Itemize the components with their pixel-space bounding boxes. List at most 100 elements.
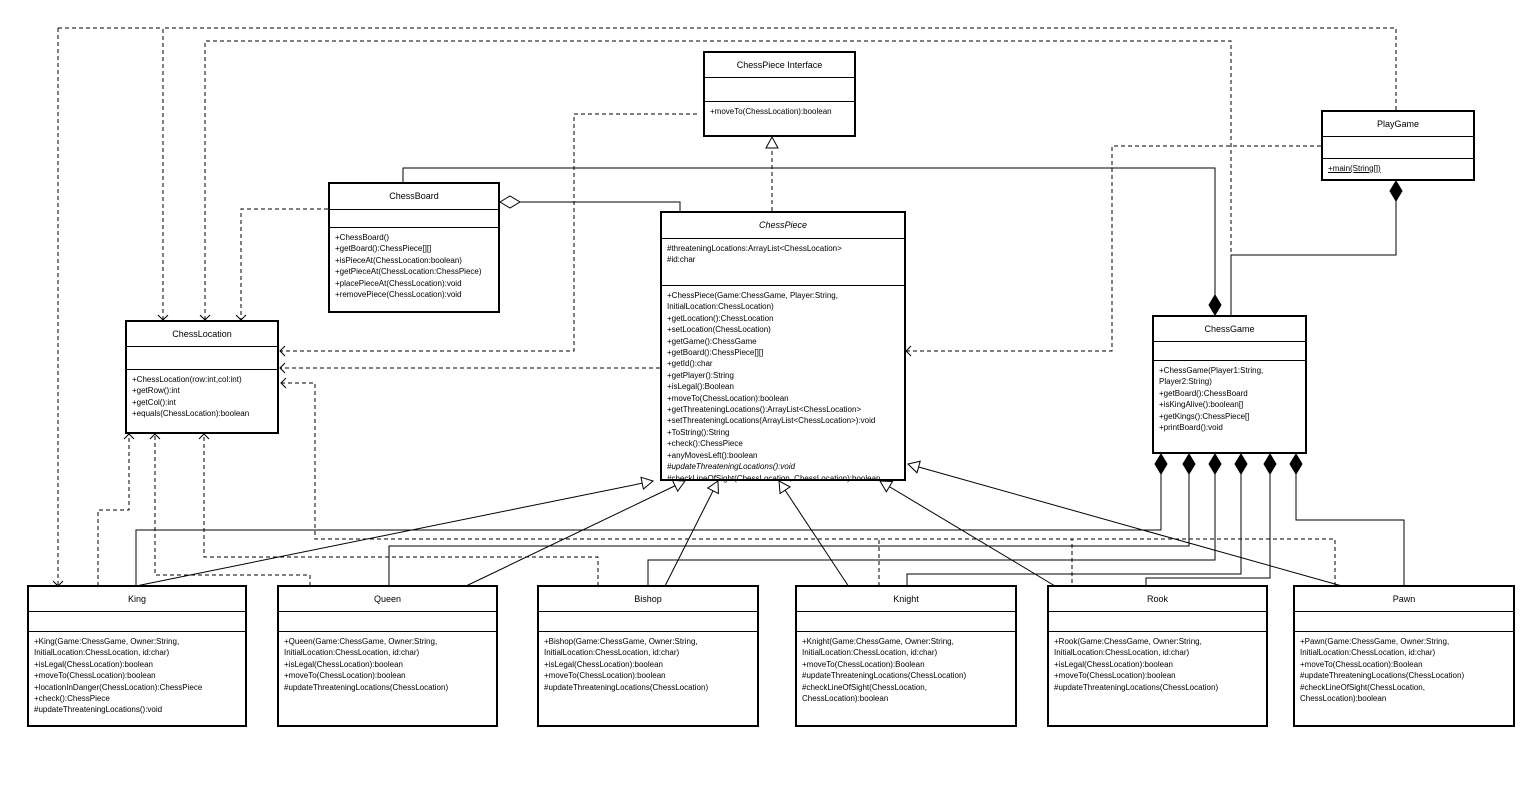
aggregation-diamond — [499, 195, 521, 209]
class-box-queen[interactable]: Queen +Queen(Game:ChessGame, Owner:String… — [277, 585, 498, 727]
operation-line: +getRow():int — [132, 386, 180, 396]
dependency-line — [906, 145, 1321, 352]
operations-compartment: +Queen(Game:ChessGame, Owner:String,Init… — [279, 632, 496, 693]
operation-line: +setThreateningLocations(ArrayList<Chess… — [667, 416, 876, 426]
class-name: ChessBoard — [330, 184, 498, 210]
operation-line: #updateThreateningLocations(ChessLocatio… — [1054, 682, 1219, 692]
class-box-rook[interactable]: Rook+Rook(Game:ChessGame, Owner:String,I… — [1047, 585, 1268, 727]
operation-line: +isPieceAt(ChessLocation:boolean) — [335, 255, 462, 265]
aggregation-line — [520, 201, 681, 211]
generalization-arrowhead — [706, 480, 719, 495]
class-name: ChessGame — [1154, 317, 1305, 342]
attribute-line: #threateningLocations:ArrayList<ChessLoc… — [667, 244, 842, 253]
operation-line: +ToString():String — [667, 427, 730, 437]
operations-compartment: +moveTo(ChessLocation):boolean — [705, 102, 854, 117]
generalization-arrowhead — [906, 460, 921, 474]
operation-line: +anyMovesLeft():boolean — [667, 450, 758, 460]
class-box-bishop[interactable]: Bishop+Bishop(Game:ChessGame, Owner:Stri… — [537, 585, 759, 727]
operation-line: +getPlayer():String — [667, 370, 734, 380]
operation-line: +ChessPiece(Game:ChessGame, Player:Strin… — [667, 291, 838, 300]
operation-line: InitialLocation:ChessLocation, id:char) — [544, 648, 680, 658]
attributes-compartment — [1295, 612, 1513, 632]
class-box-chessgame[interactable]: ChessGame+ChessGame(Player1:String,Playe… — [1152, 315, 1307, 454]
realization-arrowhead — [765, 135, 779, 149]
class-name: ChessLocation — [127, 322, 277, 347]
class-box-pawn[interactable]: Pawn+Pawn(Game:ChessGame, Owner:String,I… — [1293, 585, 1515, 727]
operations-compartment: +King(Game:ChessGame, Owner:String,Initi… — [29, 632, 245, 716]
class-box-king[interactable]: King +King(Game:ChessGame, Owner:String,I… — [27, 585, 247, 727]
operation-line: +moveTo(ChessLocation):boolean — [284, 671, 406, 681]
dependency-line — [280, 113, 697, 352]
generalization-arrowhead — [778, 480, 792, 495]
dependency-arrowhead — [280, 377, 287, 389]
composition-diamond — [1154, 453, 1168, 475]
operation-line: +getId():char — [667, 359, 713, 369]
operations-compartment: +ChessLocation(row:int,col:int) +getRow()… — [127, 370, 277, 420]
class-box-playgame[interactable]: PlayGame +main(String[]) — [1321, 110, 1475, 181]
generalization-arrowhead — [640, 476, 655, 490]
operation-line: InitialLocation:ChessLocation, id:char) — [1300, 648, 1436, 658]
operation-line: +placePieceAt(ChessLocation):void — [335, 278, 462, 288]
attributes-compartment — [705, 78, 854, 102]
operation-line: +moveTo(ChessLocation):boolean — [34, 671, 156, 681]
class-box-chessboard[interactable]: ChessBoard+ChessBoard()+getBoard():Chess… — [328, 182, 500, 313]
class-box-chesspiece[interactable]: ChessPiece#threateningLocations:ArrayLis… — [660, 211, 906, 484]
attributes-compartment — [29, 612, 245, 632]
operation-line: +Bishop(Game:ChessGame, Owner:String, — [544, 637, 698, 646]
operation-line: +check():ChessPiece — [34, 694, 110, 704]
attributes-compartment — [539, 612, 757, 632]
operation-line: +isLegal():Boolean — [667, 382, 734, 392]
operations-compartment: +Bishop(Game:ChessGame, Owner:String, Ini… — [539, 632, 757, 693]
operation-line: +isLegal(ChessLocation):boolean — [284, 659, 403, 669]
operation-line: +check():ChessPiece — [667, 439, 743, 449]
operation-line: +setLocation(ChessLocation) — [667, 325, 771, 335]
dependency-line — [154, 434, 311, 586]
operation-line: +Queen(Game:ChessGame, Owner:String, — [284, 637, 438, 646]
generalization-line — [465, 480, 686, 587]
operation-line: +printBoard():void — [1159, 423, 1223, 433]
class-name: Knight — [797, 587, 1015, 612]
attributes-compartment — [127, 347, 277, 370]
operation-line: #updateThreateningLocations():void — [34, 705, 163, 715]
operation-line: +Pawn(Game:ChessGame, Owner:String, — [1300, 637, 1450, 646]
dependency-arrowhead — [123, 433, 135, 440]
generalization-line — [907, 463, 1343, 587]
class-name: Queen — [279, 587, 496, 612]
class-name: ChessPiece Interface — [705, 53, 854, 78]
dependency-arrowhead — [905, 345, 912, 357]
attribute-line: #id:char — [667, 255, 696, 265]
operation-line: InitialLocation:ChessLocation) — [667, 302, 774, 312]
composition-diamond — [1289, 453, 1303, 475]
class-name: PlayGame — [1323, 112, 1473, 137]
generalization-line — [778, 480, 852, 591]
operation-line: #updateThreateningLocations():void — [667, 462, 796, 472]
operation-line: +equals(ChessLocation):boolean — [132, 409, 250, 419]
composition-line — [402, 167, 1216, 296]
operation-line: ChessLocation):boolean — [1300, 694, 1387, 704]
operation-line: +isLegal(ChessLocation):boolean — [544, 659, 663, 669]
class-box-chesslocation[interactable]: ChessLocation +ChessLocation(row:int,col:… — [125, 320, 279, 434]
generalization-line — [879, 480, 1056, 587]
operation-line: #checkLineOfSight(ChessLocation, — [1300, 682, 1425, 692]
dependency-line — [203, 434, 599, 586]
attributes-compartment — [1049, 612, 1266, 632]
class-box-interface[interactable]: ChessPiece Interface +moveTo(ChessLocatio… — [703, 51, 856, 137]
composition-diamond — [1263, 453, 1277, 475]
operation-line: +isLegal(ChessLocation):boolean — [1054, 659, 1173, 669]
operations-compartment: +main(String[]) — [1323, 159, 1473, 174]
operation-line: +Knight(Game:ChessGame, Owner:String, — [802, 637, 954, 646]
operations-compartment: +ChessPiece(Game:ChessGame, Player:Strin… — [662, 286, 904, 484]
operation-line: +ChessLocation(row:int,col:int) — [132, 375, 242, 384]
operation-line: InitialLocation:ChessLocation, id:char) — [802, 648, 938, 658]
composition-line — [1230, 201, 1397, 315]
attributes-compartment: #threateningLocations:ArrayList<ChessLoc… — [662, 239, 904, 286]
class-box-knight[interactable]: Knight +Knight(Game:ChessGame, Owner:Stri… — [795, 585, 1017, 727]
dependency-arrowhead — [198, 433, 210, 440]
attributes-compartment — [797, 612, 1015, 632]
operation-line: +Rook(Game:ChessGame, Owner:String, — [1054, 637, 1202, 646]
class-name: King — [29, 587, 245, 612]
operation-line: +getGame():ChessGame — [667, 336, 757, 346]
dependency-line — [281, 382, 1336, 586]
operation-line: +moveTo(ChessLocation):Boolean — [1300, 659, 1423, 669]
